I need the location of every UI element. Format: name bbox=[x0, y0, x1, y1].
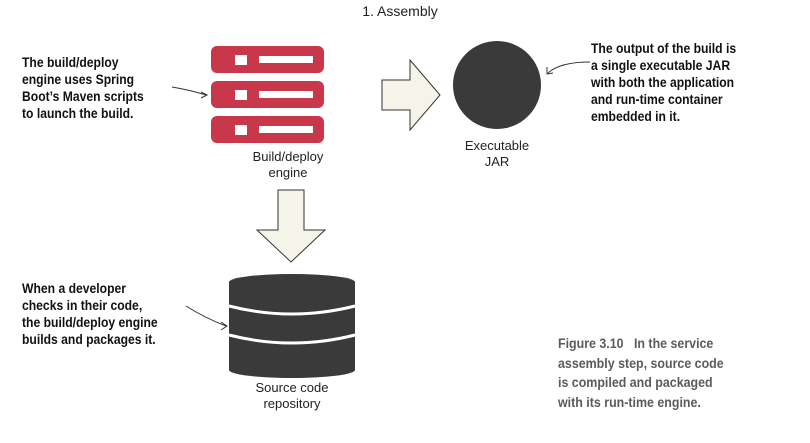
build-engine-icon bbox=[211, 46, 324, 143]
right-arrow-icon bbox=[381, 58, 441, 132]
build-engine-note: The build/deploy engine uses Spring Boot… bbox=[22, 55, 144, 121]
build-engine-label: Build/deploy engine bbox=[252, 149, 324, 180]
source-repo-label: Source code repository bbox=[255, 380, 329, 411]
connector-build-note bbox=[171, 86, 207, 96]
connectors bbox=[171, 61, 591, 331]
connector-dev-note bbox=[185, 305, 227, 327]
figure-number: Figure 3.10 bbox=[558, 336, 624, 351]
figure-caption: Figure 3.10 In the service assembly step… bbox=[558, 336, 724, 410]
executable-jar-label: Executable JAR bbox=[464, 138, 530, 169]
executable-jar-icon bbox=[453, 41, 541, 129]
down-arrow-icon bbox=[255, 189, 327, 263]
database-icon bbox=[228, 274, 356, 378]
connector-jar-note bbox=[547, 61, 591, 74]
developer-note: When a developer checks in their code, t… bbox=[22, 281, 158, 347]
diagram-title: 1. Assembly bbox=[362, 3, 438, 19]
jar-note: The output of the build is a single exec… bbox=[591, 41, 737, 124]
